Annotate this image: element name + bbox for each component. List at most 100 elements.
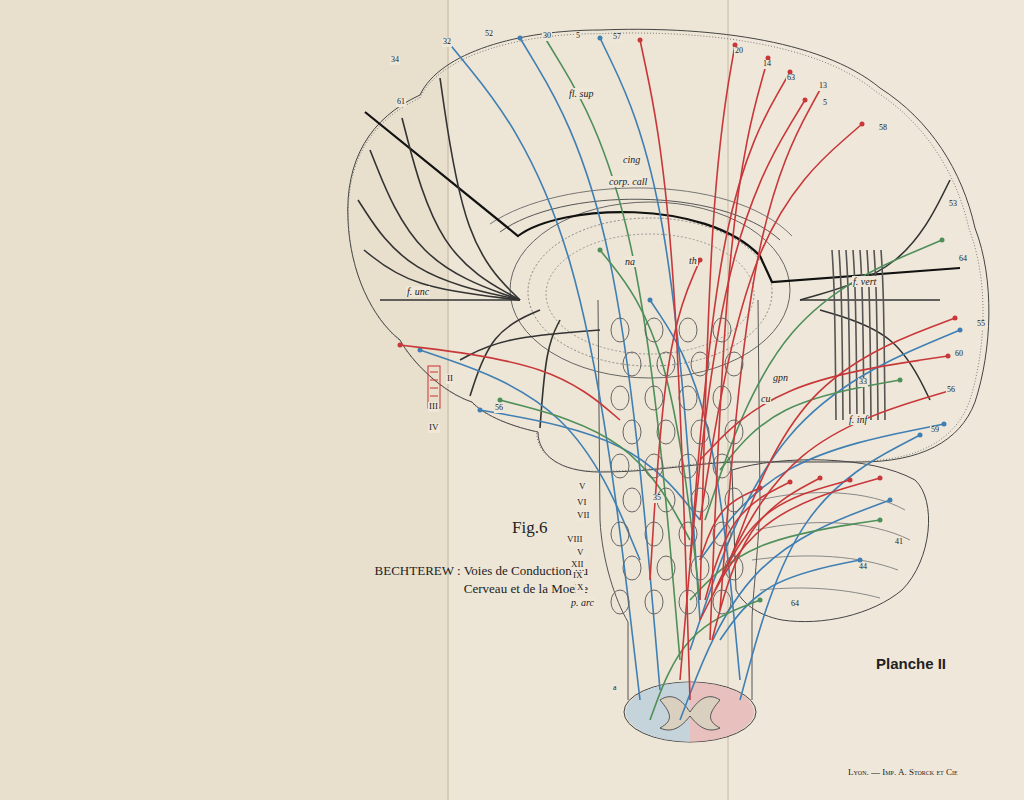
thalamus-inner xyxy=(528,218,772,366)
region-label: gpn xyxy=(772,372,789,383)
region-label: fl. sup xyxy=(568,88,594,99)
nucleus xyxy=(645,522,663,546)
nerve-numeral: VII xyxy=(576,511,591,521)
nucleus xyxy=(657,556,675,580)
red-tract-end xyxy=(398,343,403,348)
association-fibre xyxy=(800,180,950,300)
nucleus xyxy=(691,556,709,580)
callout-number: 58 xyxy=(878,124,888,133)
nucleus xyxy=(611,454,629,478)
green-tract xyxy=(690,520,880,600)
red-tract-end xyxy=(818,476,823,481)
red-tract xyxy=(700,45,735,600)
nerve-numeral: VIII xyxy=(566,535,584,545)
callout-number: 5 xyxy=(575,32,581,41)
cerebrum-outline xyxy=(348,29,989,472)
blue-tract-end xyxy=(942,422,947,427)
cortex-inner-line xyxy=(348,33,983,471)
callout-number: a xyxy=(612,684,618,693)
nerve-numeral: V xyxy=(578,482,587,492)
vertical-fibre xyxy=(881,250,885,420)
red-tract-end xyxy=(638,38,643,43)
blue-tract xyxy=(720,560,860,640)
red-tract-end xyxy=(953,316,958,321)
green-tract-end xyxy=(598,248,603,253)
nucleus xyxy=(713,386,731,410)
nucleus xyxy=(691,420,709,444)
red-tract-end xyxy=(698,258,703,263)
nucleus xyxy=(623,556,641,580)
nerve-numeral: IV xyxy=(428,423,440,433)
callout-number: 60 xyxy=(954,350,964,359)
left-page xyxy=(0,0,448,800)
green-tract-end xyxy=(940,238,945,243)
blue-tract xyxy=(700,424,944,560)
association-fibre xyxy=(358,200,520,300)
callout-number: 33 xyxy=(858,378,868,387)
nerve-numeral: XII xyxy=(570,560,585,570)
region-label: f. inf xyxy=(848,414,868,425)
red-tract-end xyxy=(860,122,865,127)
green-tract-end xyxy=(758,598,763,603)
association-fibre xyxy=(820,310,930,400)
blue-tract xyxy=(690,330,960,650)
nucleus xyxy=(611,522,629,546)
association-fibre xyxy=(440,78,520,300)
red-tract xyxy=(640,40,690,700)
callout-number: 56 xyxy=(494,404,504,413)
green-tract xyxy=(650,600,760,720)
callout-number: 52 xyxy=(484,30,494,39)
callout-number: 57 xyxy=(612,33,622,42)
region-label: na xyxy=(624,256,636,267)
region-label: cing xyxy=(622,154,641,165)
fold-line xyxy=(447,0,449,800)
region-label: corp. call xyxy=(608,176,648,187)
callout-number: 59 xyxy=(930,426,940,435)
red-tract-end xyxy=(758,486,763,491)
nucleus xyxy=(679,386,697,410)
callout-number: 53 xyxy=(948,200,958,209)
red-tract xyxy=(400,345,620,420)
callout-number: 34 xyxy=(390,56,400,65)
black-tract xyxy=(365,112,960,282)
blue-tract-end xyxy=(598,36,603,41)
red-tract xyxy=(730,318,955,560)
nucleus xyxy=(713,318,731,342)
blue-tract xyxy=(480,410,700,520)
middle-page xyxy=(448,0,728,800)
association-fibre xyxy=(402,118,520,300)
blue-tract-end xyxy=(958,328,963,333)
callout-number: 32 xyxy=(442,38,452,47)
nucleus xyxy=(725,420,743,444)
red-tract xyxy=(720,480,850,580)
red-tract-end xyxy=(788,480,793,485)
region-label: f. unc xyxy=(406,286,430,297)
nucleus xyxy=(645,318,663,342)
green-tract xyxy=(500,400,690,540)
callout-number: 55 xyxy=(976,320,986,329)
nucleus xyxy=(645,590,663,614)
red-tract xyxy=(715,390,952,590)
red-tract-end xyxy=(878,476,883,481)
corpus-callosum xyxy=(500,199,780,240)
red-tract xyxy=(680,100,805,680)
callout-number: 14 xyxy=(762,60,772,69)
callout-number: 41 xyxy=(894,538,904,547)
nerve-numeral: X xyxy=(576,583,585,593)
nerve-numeral: III xyxy=(428,402,439,412)
nucleus xyxy=(713,590,731,614)
figure-caption: BECHTEREW : Voies de Conduction du Cerve… xyxy=(366,562,588,597)
blue-tract-end xyxy=(888,498,893,503)
callout-number: 35 xyxy=(652,494,662,503)
region-label: f. vert xyxy=(852,276,877,287)
region-label: th xyxy=(688,255,698,266)
nerve-numeral: IX xyxy=(572,571,584,581)
nucleus xyxy=(623,488,641,512)
red-tract-end xyxy=(848,478,853,483)
nucleus xyxy=(657,420,675,444)
red-tract xyxy=(720,86,822,610)
red-tract xyxy=(700,356,948,460)
nucleus xyxy=(611,318,629,342)
blue-tract-end xyxy=(518,36,523,41)
